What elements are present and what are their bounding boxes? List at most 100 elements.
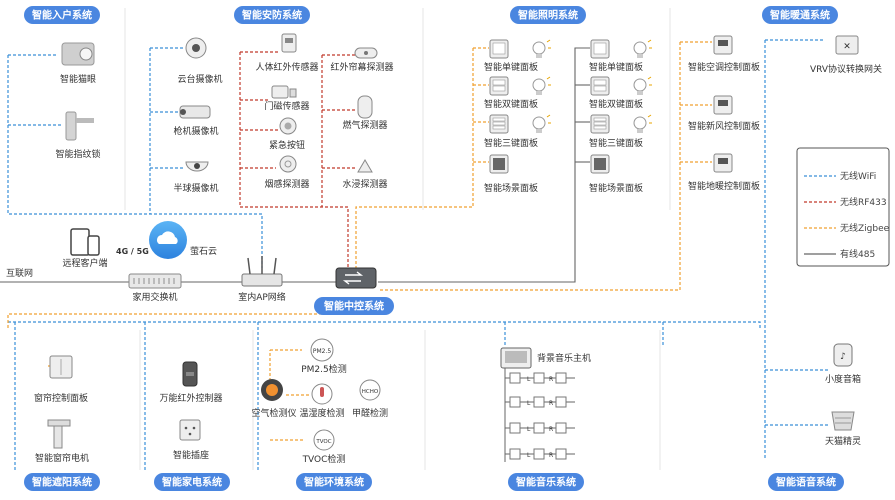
label-internet: 互联网: [6, 268, 33, 279]
hcho-icon-text: HCHO: [362, 389, 379, 395]
hcho-sensor-device: HCHO: [359, 379, 381, 401]
label-curtain-detector: 红外帘幕探测器: [330, 61, 393, 73]
label-fingerprint-lock: 智能指纹锁: [55, 148, 100, 160]
speaker-l: L: [527, 376, 531, 383]
legend-wifi: 无线WiFi: [840, 170, 876, 182]
label-ac-panel: 智能空调控制面板: [688, 61, 760, 73]
pill-label-shading: 智能遮阳系统: [32, 476, 92, 489]
bulb-icon: [532, 76, 551, 95]
pill-label-entry: 智能入户系统: [32, 9, 92, 22]
legend-rf: 无线RF433: [840, 196, 887, 208]
legend-zigbee: 无线Zigbee: [840, 222, 890, 234]
pill-lighting: 智能照明系统: [510, 6, 586, 24]
label-music-host: 背景音乐主机: [537, 352, 591, 364]
label-peephole: 智能猫眼: [60, 73, 96, 85]
light-panel-1-2: [590, 114, 610, 134]
label-single-right: 智能单键面板: [589, 61, 643, 73]
label-triple-left: 智能三键面板: [484, 137, 538, 149]
pill-label-security: 智能安防系统: [242, 9, 302, 22]
phone-tablet-icon: [70, 228, 100, 256]
bulb-icon: [633, 76, 652, 95]
pm25-icon-text: PM2.5: [313, 348, 332, 355]
vrv-gateway-device: ✕: [835, 35, 859, 55]
label-air-monitor: 空气检测仪: [251, 407, 296, 419]
pill-music: 智能音乐系统: [508, 473, 584, 491]
pill-label-hvac: 智能暖通系统: [770, 9, 830, 22]
central-hub-device: [335, 267, 377, 289]
light-panel-0-3: [489, 154, 509, 174]
speaker-l: L: [527, 426, 531, 433]
label-smart-socket: 智能插座: [173, 449, 209, 461]
label-door-sensor: 门磁传感器: [264, 100, 309, 112]
pill-hvac: 智能暖通系统: [762, 6, 838, 24]
pill-voice: 智能语音系统: [768, 473, 844, 491]
pm25-sensor-device: PM2.5: [310, 338, 334, 362]
speaker-r: R: [549, 376, 553, 383]
light-panel-0-0: [489, 39, 509, 59]
pill-shading: 智能遮阳系统: [24, 473, 100, 491]
svg-text:✕: ✕: [843, 42, 851, 52]
sos-button-device: [279, 117, 297, 135]
legend-wired: 有线485: [840, 248, 875, 260]
label-floor-heat-panel: 智能地暖控制面板: [688, 180, 760, 192]
pill-label-central: 智能中控系统: [324, 300, 384, 313]
label-double-left: 智能双键面板: [484, 98, 538, 110]
pill-label-environment: 智能环境系统: [304, 476, 364, 489]
label-pir-sensor: 人体红外传感器: [255, 61, 318, 73]
legend: 无线WiFi 无线RF433 无线Zigbee 有线485: [796, 147, 890, 267]
cloud-icon: [149, 221, 187, 259]
bulb-icon: [633, 39, 652, 58]
floor-heat-panel-device: [713, 153, 733, 173]
label-curtain-motor: 智能窗帘电机: [35, 452, 89, 464]
curtain-motor-device: [47, 419, 71, 449]
music-host-device: [500, 347, 532, 369]
door-sensor-device: [271, 85, 297, 99]
dome-camera-device: [185, 161, 209, 172]
ptz-camera-device: [185, 37, 207, 59]
pill-central: 智能中控系统: [314, 297, 394, 315]
label-gas-detector: 燃气探测器: [342, 119, 387, 131]
label-tmall: 天猫精灵: [825, 435, 861, 447]
pir-sensor-device: [281, 33, 297, 53]
gas-detector-device: [357, 95, 373, 119]
tvoc-sensor-device: TVOC: [313, 429, 335, 451]
label-hcho: 甲醛检测: [352, 407, 388, 419]
curtain-panel-device: [49, 355, 73, 379]
label-temp-humidity: 温湿度检测: [299, 407, 344, 419]
bullet-camera-device: [179, 105, 211, 119]
water-detector-device: [357, 159, 373, 173]
light-panel-1-0: [590, 39, 610, 59]
xiaodu-speaker-device: ♪: [833, 343, 853, 367]
light-panel-0-2: [489, 114, 509, 134]
label-dome-camera: 半球摄像机: [173, 182, 218, 194]
pill-label-appliance: 智能家电系统: [162, 476, 222, 489]
light-panel-1-1: [590, 76, 610, 96]
label-tvoc: TVOC检测: [302, 453, 346, 465]
curtain-detector-device: [354, 47, 378, 59]
ir-controller-device: [182, 361, 198, 387]
pill-security: 智能安防系统: [234, 6, 310, 24]
label-fresh-air-panel: 智能新风控制面板: [688, 120, 760, 132]
label-water-detector: 水浸探测器: [342, 178, 387, 190]
tvoc-icon-text: TVOC: [315, 439, 331, 445]
label-curtain-panel: 窗帘控制面板: [34, 392, 88, 404]
label-ptz-camera: 云台摄像机: [177, 73, 222, 85]
speaker-r: R: [549, 426, 553, 433]
speaker-r: R: [549, 452, 553, 459]
switch-device: [128, 273, 182, 289]
tmall-genie-device: [831, 411, 855, 431]
rf-links: [239, 51, 355, 270]
pill-label-voice: 智能语音系统: [776, 476, 836, 489]
label-pm25: PM2.5检测: [301, 363, 347, 375]
label-network: 4G / 5G: [116, 247, 149, 256]
label-triple-right: 智能三键面板: [589, 137, 643, 149]
bulb-icon: [532, 114, 551, 133]
air-monitor-device: [261, 379, 283, 401]
svg-text:♪: ♪: [840, 352, 846, 362]
label-switch: 家用交换机: [132, 291, 177, 303]
speaker-l: L: [527, 452, 531, 459]
